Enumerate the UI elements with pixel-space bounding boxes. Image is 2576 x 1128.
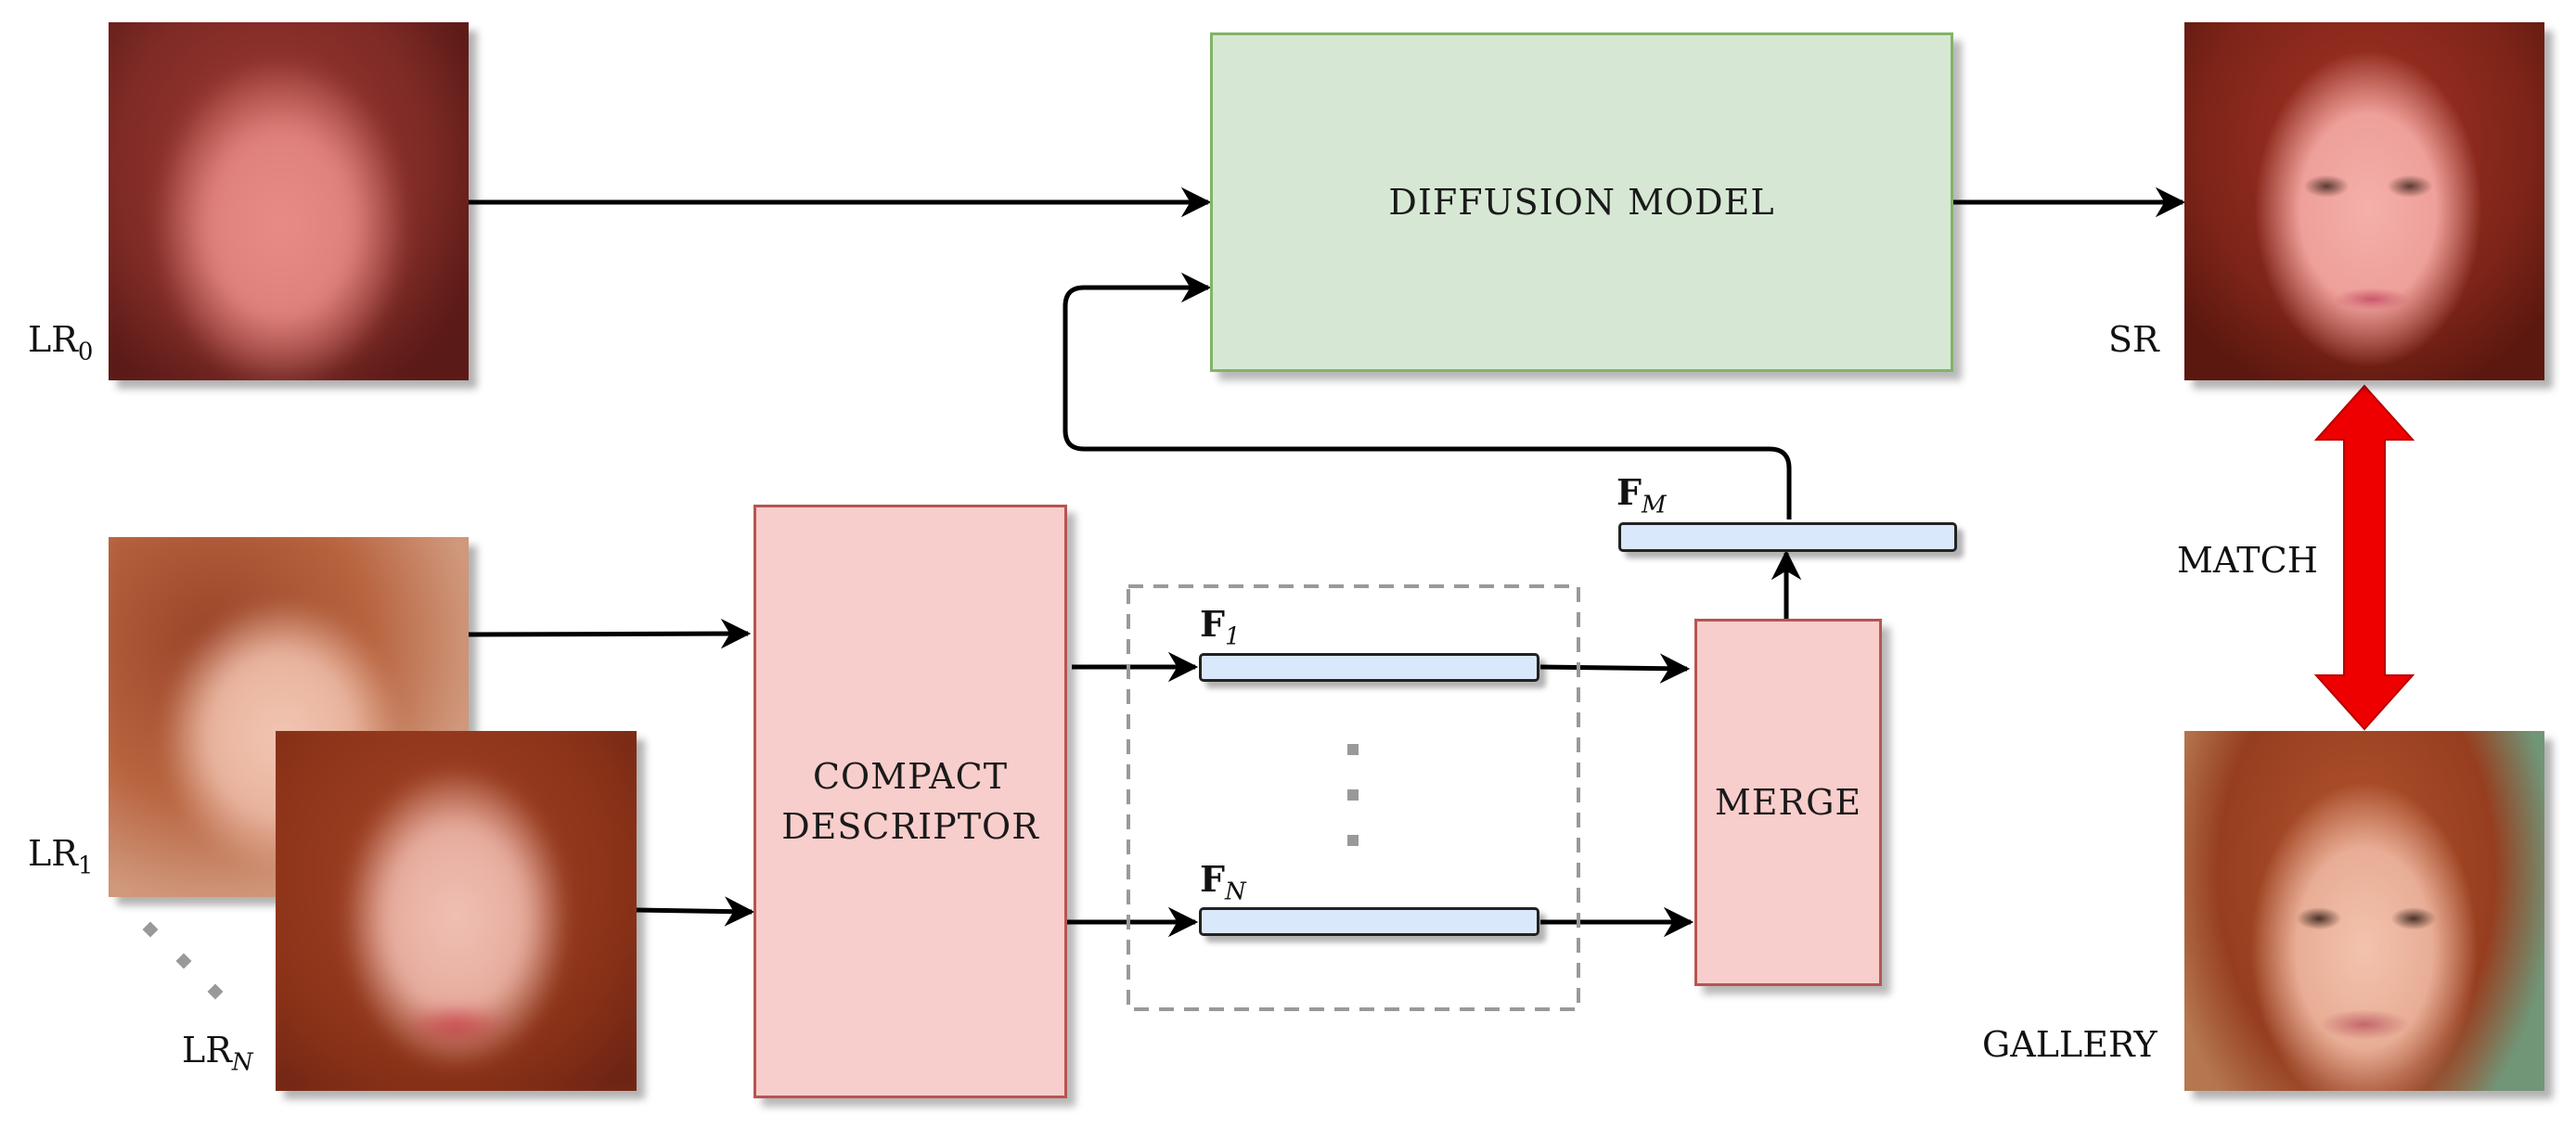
gallery-label: GALLERY: [1982, 1024, 2157, 1065]
feature-label-fn: FN: [1200, 858, 1246, 906]
compact-descriptor-label-line2: DESCRIPTOR: [781, 806, 1039, 847]
merge-label: MERGE: [1714, 782, 1862, 823]
lrn-label: LRN: [182, 1030, 253, 1077]
match-double-arrow: [2313, 384, 2415, 731]
lr1-label: LR1: [28, 833, 94, 880]
feature-bar-fm: [1618, 522, 1957, 552]
feature-label-fm: FM: [1616, 471, 1667, 519]
feature-bar-f1: [1199, 653, 1539, 682]
input-ellipsis-dot: [175, 953, 192, 969]
feature-ellipsis-dot: [1347, 789, 1359, 801]
arrow-fm-to-diffusion: [1063, 272, 1792, 519]
sr-label: SR: [2108, 319, 2159, 360]
diffusion-model-block: DIFFUSION MODEL: [1210, 32, 1953, 372]
diffusion-model-label: DIFFUSION MODEL: [1388, 182, 1775, 223]
lr0-label: LR0: [28, 319, 94, 366]
feature-bar-fn: [1199, 907, 1539, 936]
compact-descriptor-label-line1: COMPACT: [812, 756, 1009, 797]
input-ellipsis-dot: [142, 921, 159, 938]
lrn-image: [276, 731, 637, 1091]
gallery-image: [2184, 731, 2544, 1091]
merge-block: MERGE: [1694, 619, 1882, 986]
sr-image: [2184, 22, 2544, 380]
feature-label-f1: F1: [1200, 603, 1241, 651]
arrow-f1-to-merge: [1539, 653, 1691, 684]
lr0-image: [109, 22, 469, 380]
arrow-lrn-to-compact: [636, 896, 755, 927]
feature-ellipsis-dot: [1347, 835, 1359, 846]
feature-group-outline: [1127, 584, 1580, 1011]
match-label: MATCH: [2177, 540, 2318, 581]
feature-ellipsis-dot: [1347, 744, 1359, 755]
compact-descriptor-block: COMPACT DESCRIPTOR: [753, 505, 1067, 1098]
input-ellipsis-dot: [207, 983, 224, 1000]
